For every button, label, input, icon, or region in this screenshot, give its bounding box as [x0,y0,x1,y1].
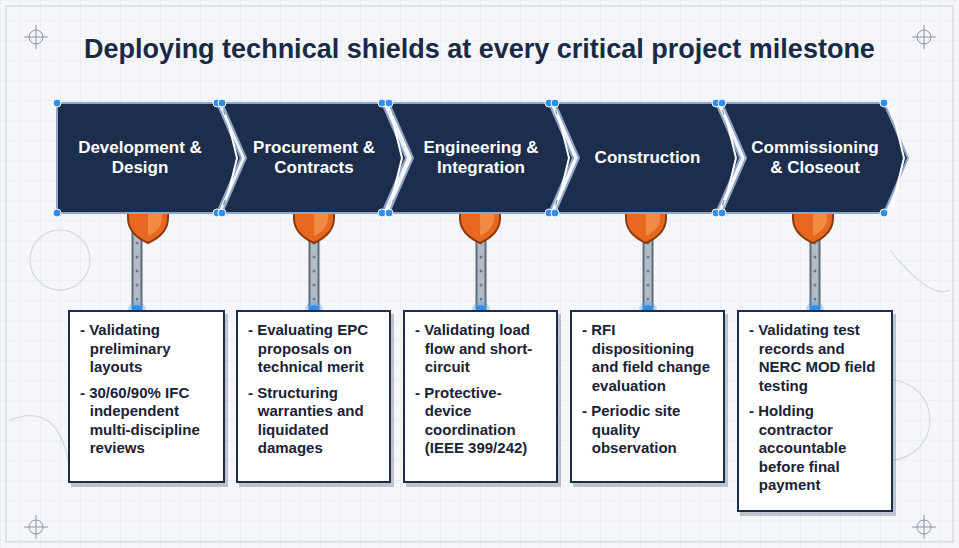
rivet [647,256,650,259]
stem-outline [476,213,487,310]
corner-dot [718,209,726,217]
rivet [313,242,316,245]
rivet [647,270,650,273]
rivet [814,270,817,273]
corner-dot [551,209,559,217]
corner-dot [218,99,226,107]
stem-outline [810,213,821,310]
corner-dot [718,99,726,107]
milestone-chevron: Construction [555,103,740,213]
task-box: - Validating test records and NERC MOD f… [737,310,893,512]
stem-body [311,213,318,310]
task-bullet: - Periodic site quality observation [582,402,715,458]
stem-body [478,213,485,310]
rivet [480,270,483,273]
rivet [136,270,139,273]
milestone-label: Development & Design [67,138,213,178]
chevron-outline [389,103,573,213]
rivet [136,298,139,301]
task-bullet: - Structuring warranties and liquidated … [248,384,381,458]
milestone-label: Engineering & Integration [417,138,545,178]
milestone-chevron: Engineering & Integration [389,103,573,213]
stem-outline [643,213,654,310]
rivet [480,284,483,287]
rivet [647,298,650,301]
task-bullet: - RFI dispositioning and field change ev… [582,321,715,395]
corner-dot [218,209,226,217]
rivet [814,284,817,287]
corner-dot [53,209,61,217]
corner-dot [53,99,61,107]
corner-dot [385,209,393,217]
milestone-label: Construction [595,148,701,168]
milestone-chevron: Procurement & Contracts [222,103,406,213]
task-bullet: - Validating test records and NERC MOD f… [749,321,883,395]
rivet [647,242,650,245]
rivet [136,242,139,245]
stem-connector [305,213,323,319]
chevron-outline [722,103,908,213]
stem-connector [639,213,657,319]
corner-dot [880,99,888,107]
stem-connector [472,213,490,319]
corner-dot [385,99,393,107]
rivet [480,298,483,301]
rivet [647,284,650,287]
stem-body [134,213,141,310]
task-box: - RFI dispositioning and field change ev… [570,310,725,483]
rivet [814,256,817,259]
rivet [136,284,139,287]
rivet [313,256,316,259]
stem-body [645,213,652,310]
stem-body [812,213,819,310]
milestone-label: Procurement & Contracts [250,138,378,178]
rivet [480,242,483,245]
task-box: - Validating load flow and short-circuit… [403,310,558,483]
diagram-title: Deploying technical shields at every cri… [10,34,949,65]
task-bullet: - Holding contractor accountable before … [749,402,883,495]
task-bullet: - Evaluating EPC proposals on technical … [248,321,381,377]
chevron-accent [892,109,904,207]
rivet [480,256,483,259]
stem-outline [132,213,143,310]
rivet [313,270,316,273]
task-bullet: - Protective-device coordination (IEEE 3… [415,384,548,458]
task-bullet: - Validating preliminary layouts [80,321,215,377]
chevron-outline [57,103,241,213]
corner-dot [880,209,888,217]
chevron-outline [555,103,740,213]
rivet [136,256,139,259]
chevron-outline [222,103,406,213]
stem-connector [806,213,824,319]
task-bullet: - 30/60/90% IFC independent multi-discip… [80,384,215,458]
milestone-label: Commissioning & Closeout [750,138,880,178]
stem-outline [309,213,320,310]
stem-connector [128,213,146,319]
milestone-chevron: Commissioning & Closeout [722,103,908,213]
rivet [313,298,316,301]
corner-dot [551,99,559,107]
task-box: - Evaluating EPC proposals on technical … [236,310,391,483]
milestone-chevron: Development & Design [57,103,241,213]
task-box: - Validating preliminary layouts - 30/60/… [68,310,225,483]
rivet [313,284,316,287]
task-bullet: - Validating load flow and short-circuit [415,321,548,377]
rivet [814,242,817,245]
rivet [814,298,817,301]
